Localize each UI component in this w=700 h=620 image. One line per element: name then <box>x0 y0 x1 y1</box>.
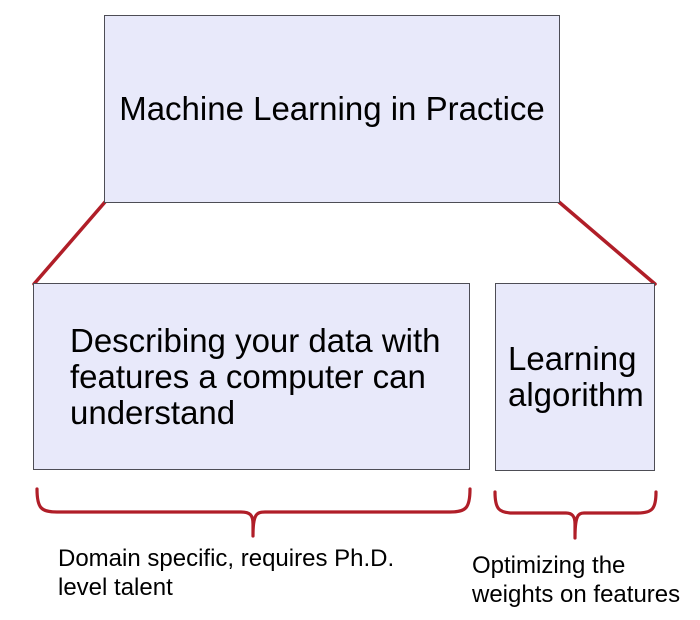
top-box-label: Machine Learning in Practice <box>119 90 545 127</box>
connector-line-left <box>32 200 107 286</box>
caption-left-line: level talent <box>58 574 173 601</box>
left-box-describing-data: Describing your data with features a com… <box>33 283 470 470</box>
left-box-label-line: Describing your data with <box>70 321 441 359</box>
left-box-label-line: features a computer can <box>70 357 426 395</box>
caption-right-line: Optimizing the <box>472 552 626 579</box>
caption-right-line: weights on features <box>472 581 681 608</box>
caption-optimizing-weights: Optimizing the weights on features <box>472 551 680 609</box>
right-box-label-line: Learning <box>508 340 637 377</box>
right-box-label-line: algorithm <box>508 376 644 413</box>
caption-domain-specific: Domain specific, requires Ph.D. level ta… <box>58 544 394 602</box>
underbrace-right-icon <box>493 490 658 540</box>
connector-line-right <box>557 200 657 286</box>
left-box-label-line: understand <box>70 393 236 431</box>
caption-left-line: Domain specific, requires Ph.D. <box>58 545 395 572</box>
top-box-machine-learning: Machine Learning in Practice <box>104 15 560 203</box>
underbrace-left-icon <box>35 487 472 538</box>
right-box-label: Learning algorithm <box>508 341 644 413</box>
left-box-label: Describing your data with features a com… <box>70 321 441 431</box>
right-box-learning-algorithm: Learning algorithm <box>495 283 655 471</box>
